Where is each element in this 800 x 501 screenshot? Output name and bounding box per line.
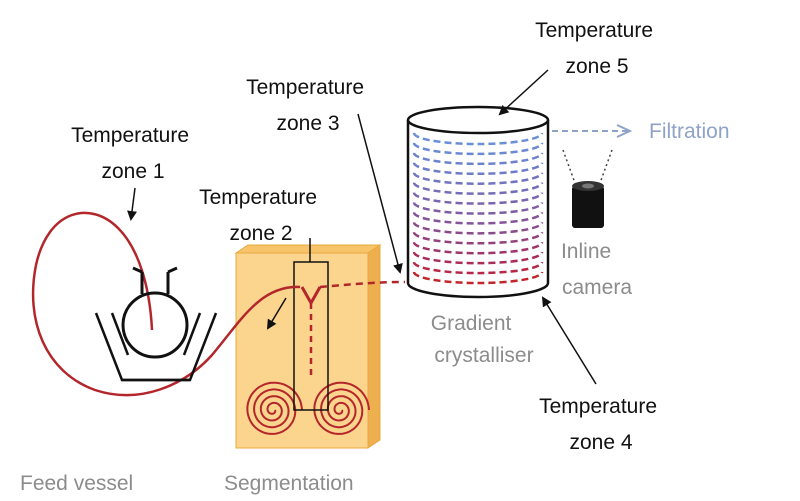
crystalliser-band (412, 182, 544, 195)
crystalliser-band (412, 251, 544, 265)
y-junction-box (293, 261, 329, 411)
crystalliser-band (412, 222, 544, 235)
crystalliser-band (412, 152, 544, 166)
zone-2-label: Temperature zone 2 (199, 186, 323, 245)
zone-1-label: Temperature zone 1 (71, 124, 195, 183)
zone-3-label: Temperature zone 3 (246, 76, 370, 135)
feed-vessel (94, 266, 218, 382)
filtration-label: Filtration (649, 120, 730, 143)
crystalliser-band (412, 261, 544, 275)
feed-vessel-label: Feed vessel (20, 472, 133, 495)
outlet-tubing (319, 280, 406, 289)
spiral-coil-right (313, 381, 370, 435)
zone-5-label: Temperature zone 5 (535, 19, 659, 78)
spiral-coil-left (246, 381, 303, 435)
zone-5-arrow (498, 69, 549, 116)
segmentation-label: Segmentation (224, 472, 354, 495)
zone-4-arrow (541, 296, 597, 385)
camera-icon (562, 149, 613, 228)
crystalliser-band (412, 172, 544, 185)
feed-tubing (31, 211, 301, 397)
segmentation-block (234, 244, 382, 449)
zone-4-label: Temperature zone 4 (539, 395, 663, 454)
crystalliser-band (412, 142, 544, 156)
crystalliser-band (412, 212, 544, 225)
zone-2-arrow (266, 297, 287, 330)
zone-3-arrow (357, 113, 403, 274)
crystalliser-band (412, 132, 544, 146)
gradient-crystalliser-label: Gradient crystalliser (431, 312, 534, 367)
crystalliser-band (412, 241, 544, 255)
gradient-crystalliser (406, 105, 550, 299)
crystalliser-band (412, 162, 544, 176)
inline-camera-label: Inline camera (561, 240, 632, 299)
crystalliser-band (412, 231, 544, 245)
crystalliser-band (412, 192, 544, 205)
crystalliser-band (412, 202, 544, 215)
crystalliser-band (412, 271, 544, 285)
zone-1-arrow (127, 187, 137, 221)
